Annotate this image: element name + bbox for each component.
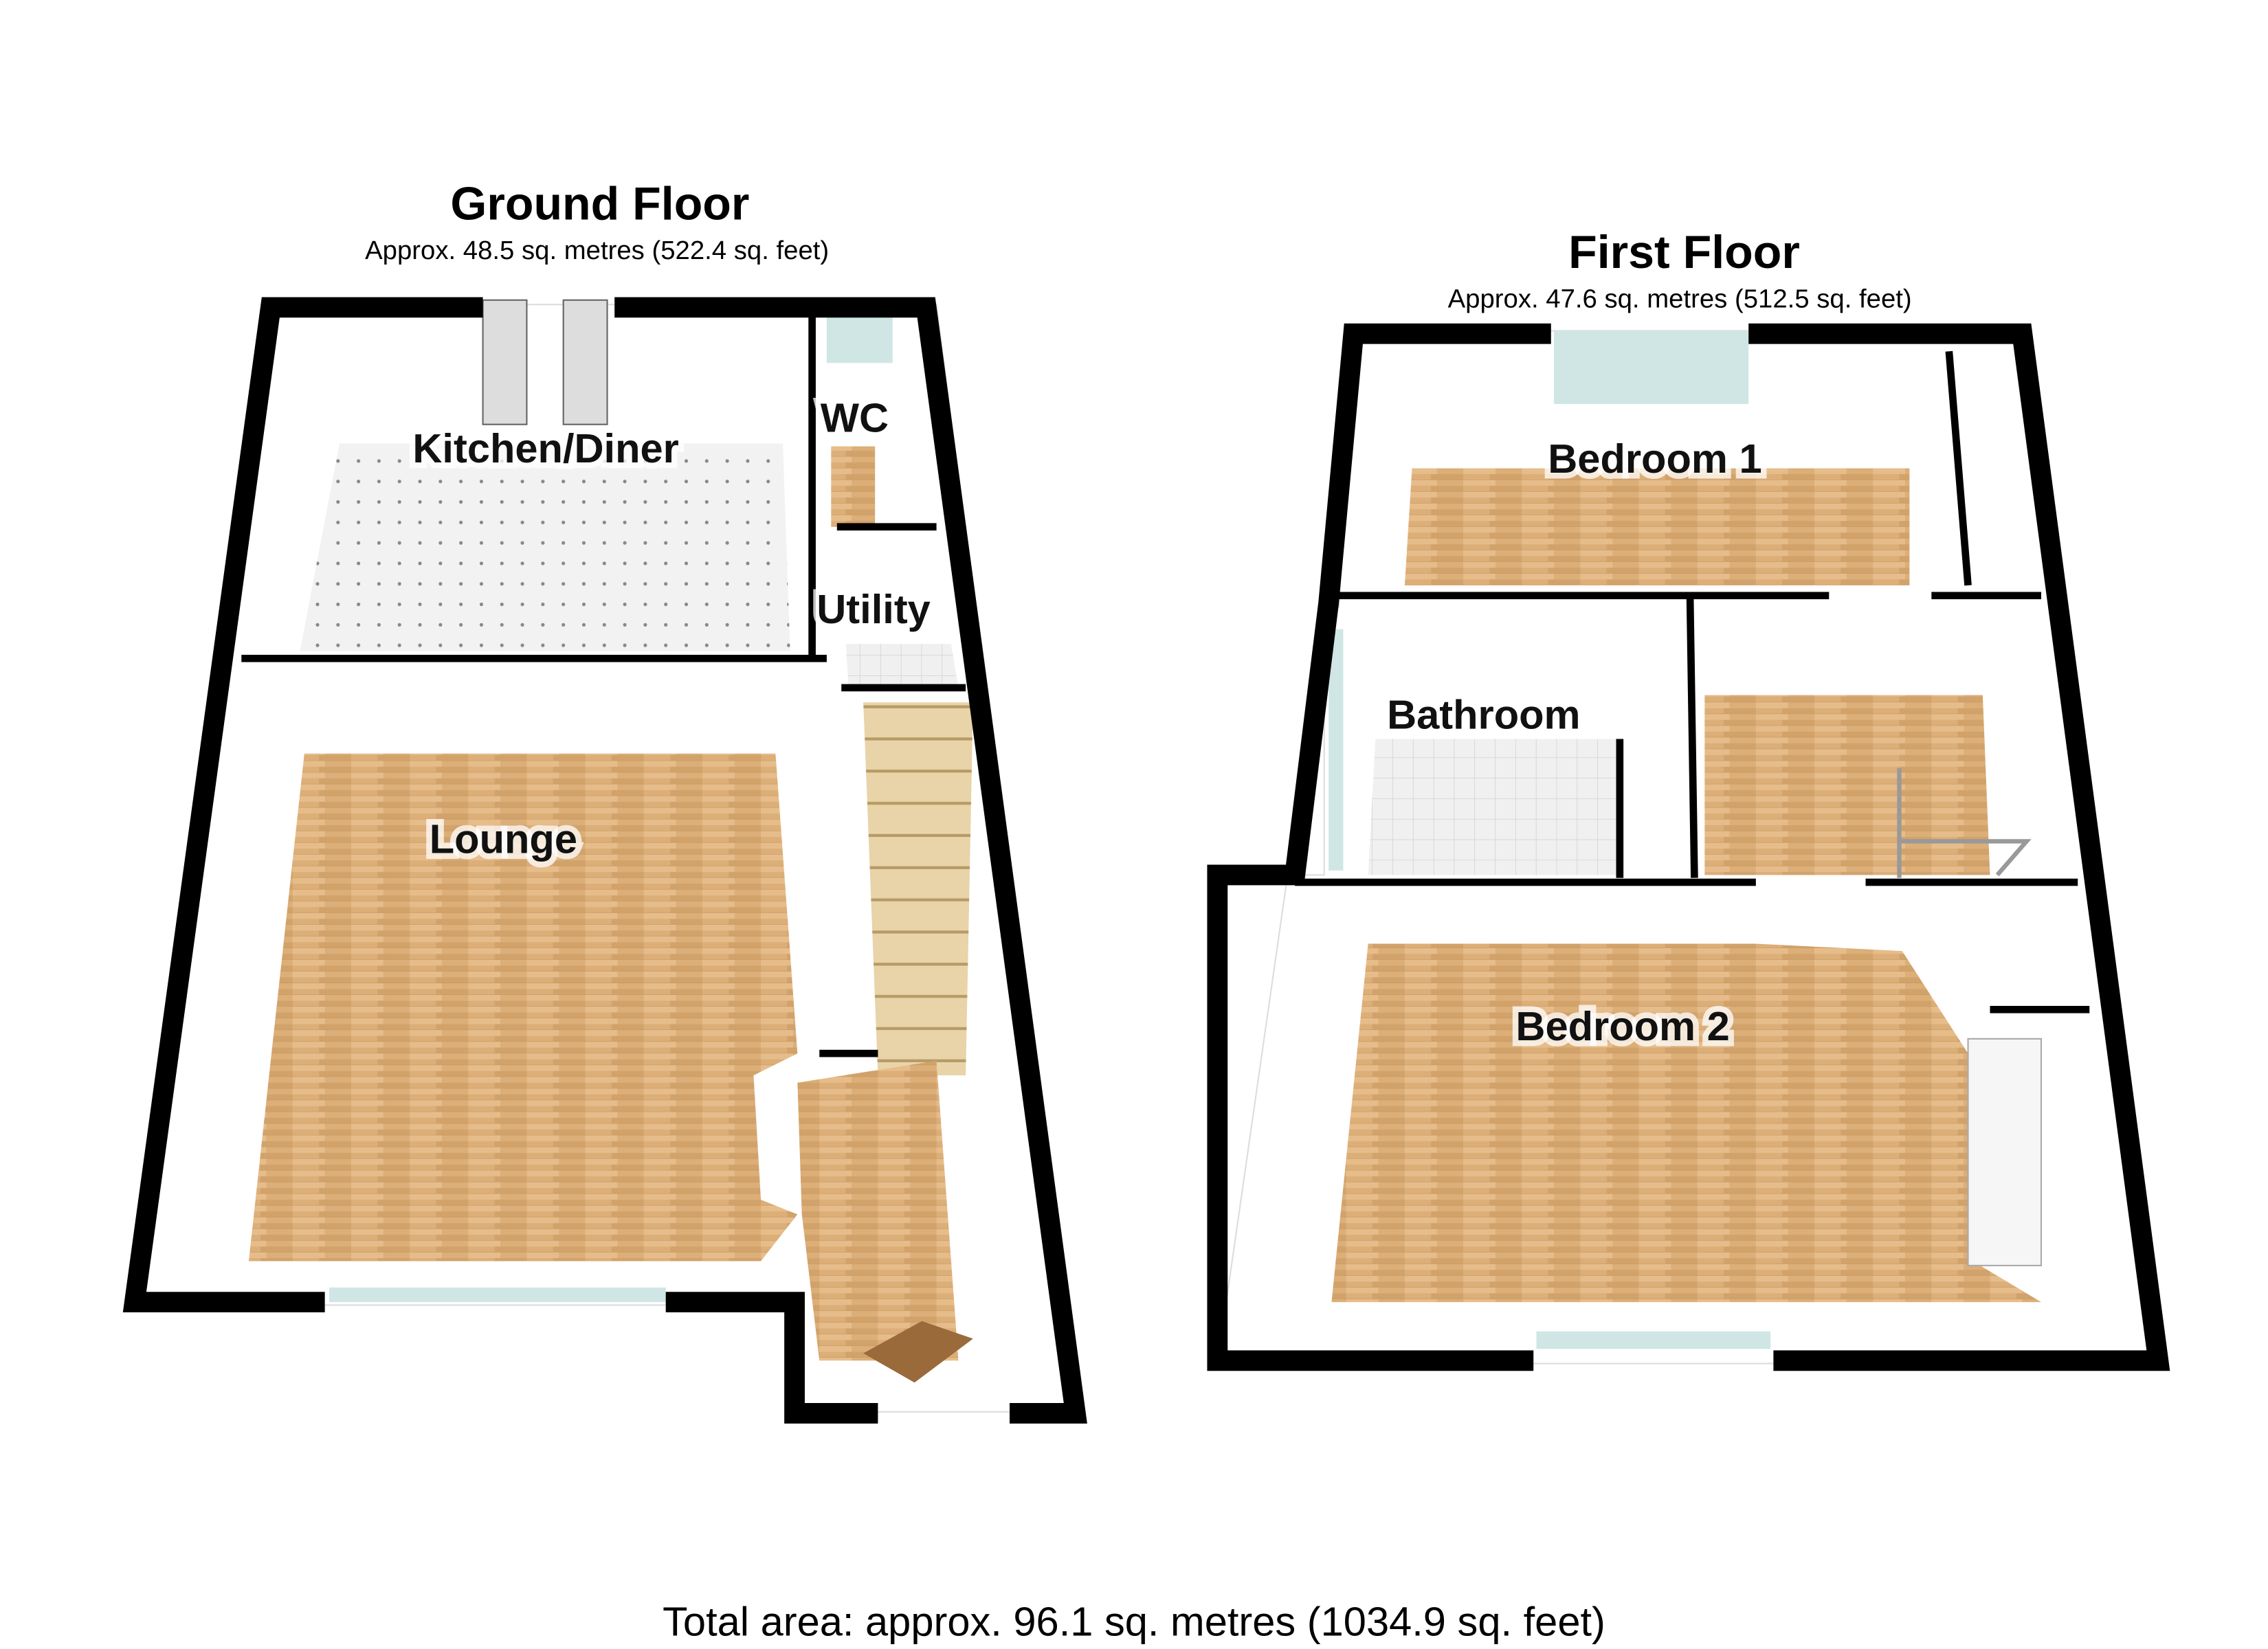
- stair-banister: [1897, 768, 2032, 878]
- french-door-left[interactable]: [482, 299, 528, 425]
- lounge-window: [329, 1287, 666, 1303]
- bedroom-1-floor: [1404, 468, 1910, 585]
- lounge-floor: [248, 753, 798, 1261]
- room-label-bedroom-1: Bedroom 1: [1548, 436, 1761, 482]
- room-label-kitchen: Kitchen/Diner: [412, 425, 679, 471]
- bedroom-2-window: [1536, 1331, 1771, 1349]
- room-label-wc: WC: [821, 394, 889, 440]
- total-area: Total area: approx. 96.1 sq. metres (103…: [663, 1599, 1605, 1645]
- ground-floor-title: Ground Floor: [450, 178, 749, 230]
- hall-floor: [797, 1060, 959, 1361]
- bathroom-floor: [1368, 739, 1617, 875]
- first-floor-area: Approx. 47.6 sq. metres (512.5 sq. feet): [1448, 284, 1912, 313]
- ground-floor-outer-wall: [122, 297, 1087, 1424]
- bathroom-window: [1328, 629, 1344, 871]
- ground-floor-plan: Ground Floor Approx. 48.5 sq. metres (52…: [122, 178, 1087, 1424]
- wardrobe[interactable]: [1967, 1037, 2043, 1266]
- wc-floor: [831, 446, 876, 527]
- bedroom-2-floor: [1331, 943, 2041, 1303]
- french-door-right[interactable]: [562, 299, 608, 425]
- bedroom-1-window: [1554, 330, 1749, 404]
- internal-wall: [1686, 595, 1698, 878]
- room-label-bedroom-2: Bedroom 2: [1515, 1003, 1729, 1049]
- ground-floor-area: Approx. 48.5 sq. metres (522.4 sq. feet): [365, 236, 829, 265]
- room-label-lounge: Lounge: [430, 816, 577, 862]
- front-door[interactable]: [863, 1321, 973, 1383]
- internal-wall: [1945, 350, 1972, 586]
- room-label-bathroom: Bathroom: [1387, 692, 1581, 738]
- utility-floor: [845, 644, 959, 688]
- staircase[interactable]: [863, 702, 973, 1076]
- first-floor-title: First Floor: [1568, 226, 1800, 278]
- room-label-utility: Utility: [816, 586, 931, 632]
- landing-floor: [1704, 695, 1990, 875]
- first-floor-outer-wall: [1207, 323, 2170, 1371]
- first-floor-plan: First Floor Approx. 47.6 sq. metres (512…: [1207, 226, 2170, 1371]
- kitchen-floor: [300, 443, 790, 651]
